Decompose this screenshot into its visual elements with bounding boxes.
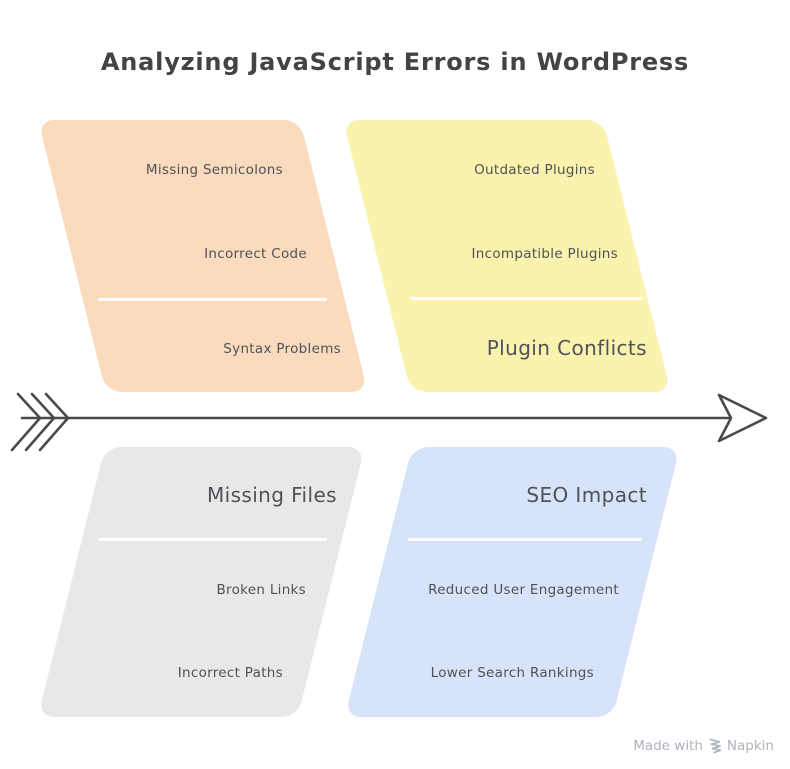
branch-label: Syntax Problems — [223, 341, 341, 357]
branch-item: Incorrect Code — [204, 246, 307, 262]
napkin-watermark-link[interactable]: Made with Napkin — [633, 736, 774, 756]
branch-item: Lower Search Rankings — [430, 665, 594, 681]
watermark-brand: Napkin — [726, 738, 774, 754]
branch-item: Broken Links — [216, 582, 306, 598]
branch-item: Reduced User Engagement — [428, 582, 619, 598]
branch-divider — [408, 538, 642, 541]
spine-arrow-icon — [10, 392, 768, 452]
branch-label: Plugin Conflicts — [486, 336, 647, 360]
napkin-logo-icon — [709, 738, 722, 754]
branch-label: SEO Impact — [526, 483, 647, 507]
branch-item: Missing Semicolons — [145, 162, 283, 178]
branch-divider — [410, 297, 643, 300]
watermark-prefix: Made with — [633, 738, 703, 754]
branch-divider — [98, 538, 327, 541]
branch-item: Incorrect Paths — [177, 665, 283, 681]
branch-item: Outdated Plugins — [474, 162, 595, 178]
branch-label: Missing Files — [206, 483, 337, 507]
page-title: Analyzing JavaScript Errors in WordPress — [100, 48, 690, 76]
branch-divider — [98, 298, 327, 301]
branch-item: Incompatible Plugins — [471, 246, 618, 262]
